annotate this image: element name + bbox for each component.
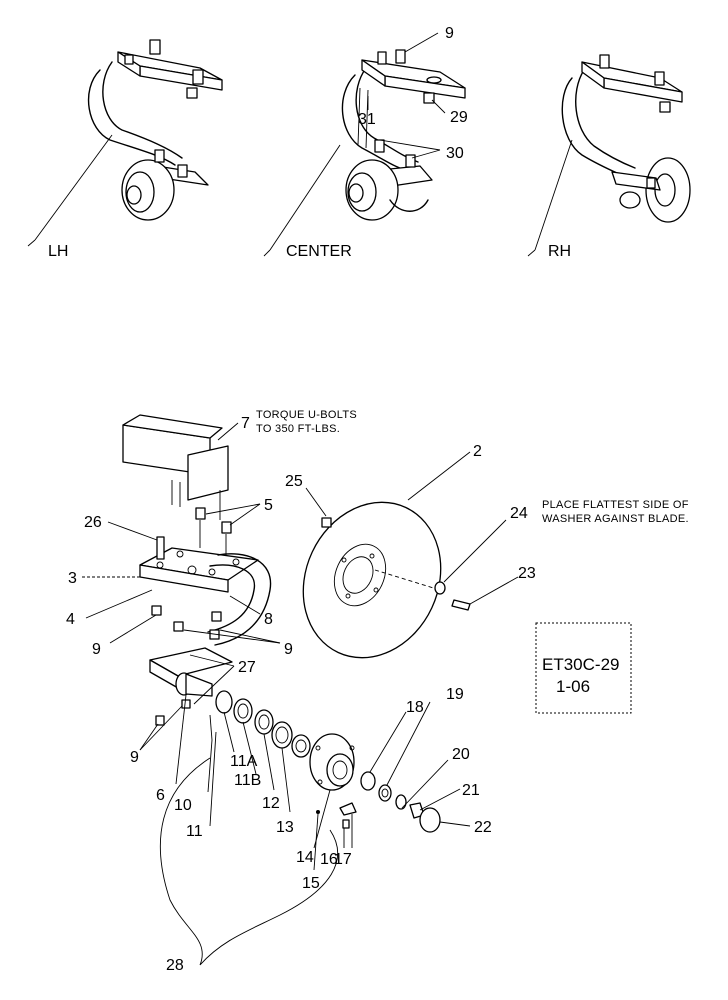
exploded-assembly: TORQUE U-BOLTS TO 350 FT-LBS. 7 — [66, 409, 689, 974]
callout-16: 16 — [320, 851, 338, 868]
callout-31: 31 — [358, 111, 376, 128]
callout-28: 28 — [166, 957, 184, 974]
callout-9-left: 9 — [92, 641, 101, 658]
callout-3: 3 — [68, 570, 77, 587]
callout-21: 21 — [462, 782, 480, 799]
lh-assembly: LH — [27, 39, 223, 260]
callout-25: 25 — [285, 473, 303, 490]
callout-9-right: 9 — [284, 641, 293, 658]
callout-15: 15 — [302, 875, 320, 892]
callout-19: 19 — [446, 686, 464, 703]
callout-22: 22 — [474, 819, 492, 836]
callout-11: 11 — [186, 823, 203, 840]
view-label-rh: RH — [548, 243, 571, 260]
note-washer-line1: PLACE FLATTEST SIDE OF — [542, 499, 689, 511]
callout-4: 4 — [66, 611, 75, 628]
callout-11b: 11B — [234, 772, 261, 789]
callout-9-top: 9 — [445, 25, 454, 42]
note-torque-line2: TO 350 FT-LBS. — [256, 423, 340, 435]
view-label-lh: LH — [48, 243, 68, 260]
callout-27: 27 — [238, 659, 256, 676]
callout-26: 26 — [84, 514, 102, 531]
callout-24: 24 — [510, 505, 528, 522]
stamp-date: 1-06 — [556, 677, 590, 696]
note-torque-line1: TORQUE U-BOLTS — [256, 409, 357, 421]
callout-10: 10 — [174, 797, 192, 814]
rh-assembly: RH — [527, 54, 691, 260]
callout-23: 23 — [518, 565, 536, 582]
callout-7: 7 — [241, 415, 250, 432]
callout-8: 8 — [264, 611, 273, 628]
callout-29: 29 — [450, 109, 468, 126]
callout-6: 6 — [156, 787, 165, 804]
callout-20: 20 — [452, 746, 470, 763]
view-label-center: CENTER — [286, 243, 352, 260]
callout-17: 17 — [334, 851, 352, 868]
note-washer-line2: WASHER AGAINST BLADE. — [542, 513, 689, 525]
callout-14: 14 — [296, 849, 314, 866]
callout-11a: 11A — [230, 753, 258, 770]
callout-30: 30 — [446, 145, 464, 162]
callout-9-lower: 9 — [130, 749, 139, 766]
stamp-code: ET30C-29 — [542, 655, 619, 674]
callout-2: 2 — [473, 443, 482, 460]
callout-18: 18 — [406, 699, 424, 716]
callout-13: 13 — [276, 819, 294, 836]
drawing-stamp: ET30C-29 1-06 — [535, 622, 632, 714]
callout-5: 5 — [264, 497, 273, 514]
center-assembly: CENTER 9 29 31 30 — [263, 25, 468, 260]
callout-12: 12 — [262, 795, 280, 812]
